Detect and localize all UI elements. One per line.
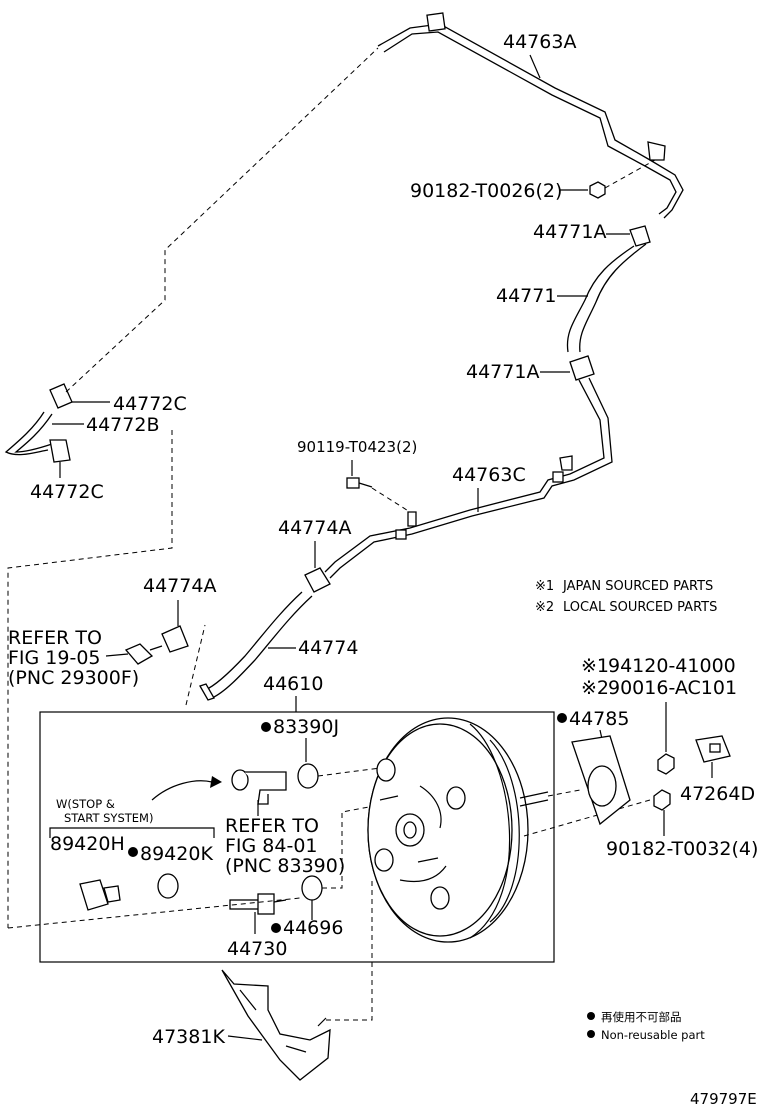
- nut-90182-t0032: [653, 789, 671, 811]
- leader-ref-19-05: [105, 653, 129, 657]
- dash-bracket: [185, 624, 206, 706]
- label-44772b: 44772B: [86, 414, 159, 436]
- diagram-id: 479797E: [690, 1090, 757, 1108]
- nut-94120: [657, 753, 675, 775]
- bracket-47381k: [221, 969, 331, 1081]
- label-44774a-left: 44774A: [143, 575, 216, 597]
- ref-19-05-line1: REFER TO: [8, 627, 102, 649]
- label-90182-t0032: 90182-T0032(4): [606, 838, 758, 860]
- legend-dot-en: [587, 1030, 595, 1038]
- non-reusable-dot-89420k: [128, 847, 138, 857]
- label-83390j: 83390J: [273, 716, 339, 738]
- stop-start-line2: START SYSTEM): [64, 811, 153, 825]
- legend-non-reusable-jp: 再使用不可部品: [601, 1010, 682, 1024]
- bracket-47264d: [695, 735, 731, 763]
- label-89420h: 89420H: [50, 833, 125, 855]
- label-90119-t0423: 90119-T0423(2): [297, 438, 417, 456]
- label-44763c: 44763C: [452, 464, 526, 486]
- check-valve-44730: [229, 893, 287, 915]
- ref-84-01-line2: FIG 84-01: [225, 835, 318, 857]
- label-47264d: 47264D: [680, 783, 755, 805]
- label-44730: 44730: [227, 938, 287, 960]
- label-44774a-top: 44774A: [278, 517, 351, 539]
- mark-94120: ※1: [581, 655, 609, 677]
- hose-44774: [204, 591, 303, 691]
- stop-start-line1: W(STOP &: [56, 797, 115, 811]
- dash-left-bottom: [7, 430, 173, 928]
- label-44610: 44610: [263, 673, 323, 695]
- clamp-44774a-left: [161, 625, 189, 653]
- mark-90016: ※2: [581, 677, 609, 699]
- ref-84-01-line1: REFER TO: [225, 815, 319, 837]
- clamp-44771a-top: [629, 225, 651, 247]
- hose-44771: [566, 245, 635, 353]
- connector-29300f: [124, 643, 163, 665]
- legend-dot-jp: [587, 1012, 595, 1020]
- arrow-stop-start: [151, 780, 213, 801]
- label-89420k: 89420K: [140, 843, 213, 865]
- gasket-44785: [571, 735, 631, 826]
- clamp-44774a-top: [304, 567, 331, 593]
- label-90016-ac101: 90016-AC101: [608, 677, 737, 699]
- label-44774: 44774: [298, 637, 358, 659]
- stop-start-bracket: [49, 827, 215, 838]
- label-44772c-top: 44772C: [113, 393, 187, 415]
- note-mark-1: ※1: [535, 579, 554, 594]
- label-44771a-top: 44771A: [533, 221, 606, 243]
- ref-19-05-line3: (PNC 29300F): [8, 667, 139, 689]
- legend-non-reusable-en: Non-reusable part: [601, 1028, 705, 1042]
- label-44772c-bottom: 44772C: [30, 481, 104, 503]
- bolt-90119-t0423: [346, 477, 373, 489]
- dash-90182-t0026: [604, 159, 656, 189]
- clamp-44772c-top: [49, 383, 73, 409]
- label-44785: 44785: [569, 708, 629, 730]
- label-44771a-mid: 44771A: [466, 361, 539, 383]
- assembly-box-44610: [39, 711, 555, 963]
- tube-44763c: [324, 377, 613, 579]
- ref-84-01-line3: (PNC 83390): [225, 855, 345, 877]
- non-reusable-dot-83390j: [261, 722, 271, 732]
- non-reusable-dot-44785: [557, 713, 567, 723]
- sensor-89420h: [79, 879, 121, 911]
- label-47381k: 47381K: [152, 1026, 225, 1048]
- brake-booster: [367, 717, 549, 943]
- label-44763a: 44763A: [503, 31, 576, 53]
- nut-90182-t0026: [589, 181, 606, 199]
- ref-19-05-line2: FIG 19-05: [8, 647, 101, 669]
- grommet-44696: [301, 875, 323, 901]
- label-94120-41000: 94120-41000: [608, 655, 736, 677]
- note-mark-2: ※2: [535, 600, 554, 615]
- arrowhead: [210, 776, 222, 788]
- note-local-sourced: LOCAL SOURCED PARTS: [563, 600, 717, 615]
- grommet-89420k: [157, 873, 179, 899]
- clamp-44771a-mid: [569, 355, 595, 381]
- leader-47381k: [227, 1035, 263, 1041]
- clamp-44772c-bottom: [49, 439, 71, 463]
- grommet-83390j: [297, 763, 319, 789]
- dash-left-top: [65, 47, 379, 393]
- dash-90119-t0423: [371, 487, 411, 513]
- leader-44763a: [529, 54, 541, 79]
- note-japan-sourced: JAPAN SOURCED PARTS: [562, 579, 713, 594]
- label-90182-t0026: 90182-T0026(2): [410, 180, 562, 202]
- tube-44763a: [377, 12, 684, 219]
- hose-44772b: [4, 411, 49, 456]
- non-reusable-dot-44696: [271, 923, 281, 933]
- label-44771: 44771: [496, 285, 556, 307]
- vacuum-sensor: [231, 769, 287, 805]
- label-44696: 44696: [283, 917, 343, 939]
